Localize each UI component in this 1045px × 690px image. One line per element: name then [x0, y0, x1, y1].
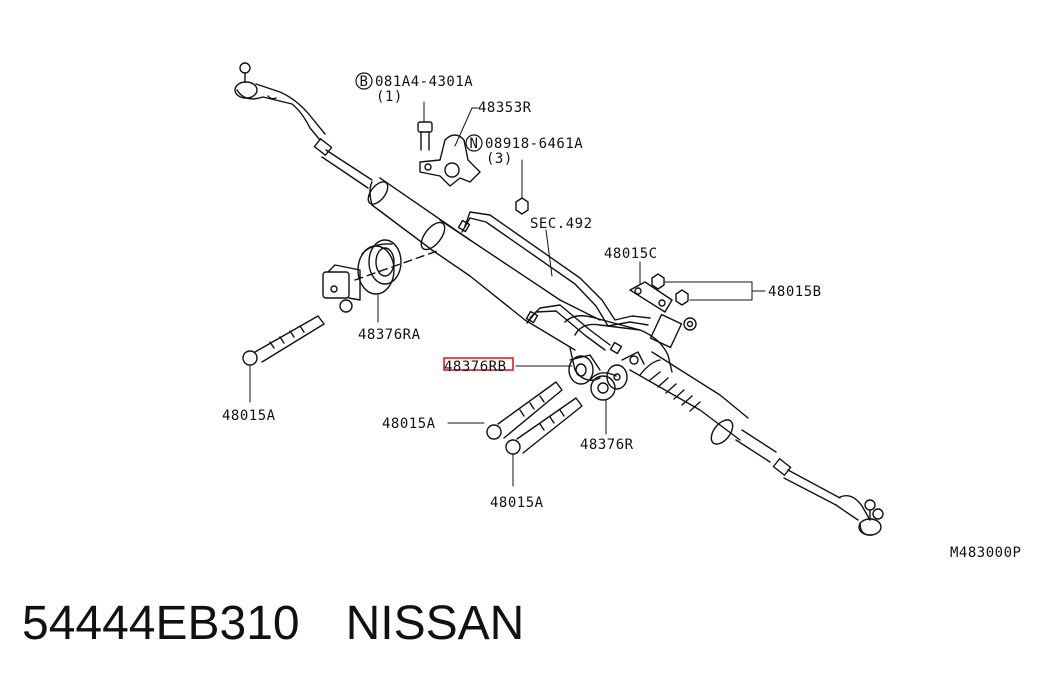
highlight-box: [443, 357, 514, 371]
label-bushing-left: 48376RA: [358, 327, 421, 343]
label-sec: SEC.492: [530, 216, 593, 232]
label-bolt-left: 48015A: [222, 408, 276, 424]
label-bushing-mid: 48376RB: [444, 359, 507, 375]
left-bushing: [357, 239, 402, 295]
left-bolt: [242, 315, 325, 366]
center-bushing-rb: [568, 354, 601, 385]
center-bushing-r: [589, 372, 617, 401]
label-nut-n-number: 08918-6461A: [485, 136, 583, 152]
label-bolt-b-number: 081A4-4301A: [375, 74, 473, 90]
leader-lines: [249, 101, 766, 487]
svg-text:B: B: [360, 74, 369, 90]
figure-code: M483000P: [950, 545, 1021, 561]
badge-n: N: [465, 134, 483, 152]
nut: [515, 197, 529, 215]
left-inner-rod: [313, 138, 373, 189]
left-mount-leader: [354, 249, 441, 281]
label-plate-nuts: 48015B: [768, 284, 822, 300]
label-bushing-right: 48376R: [580, 437, 634, 453]
left-tie-rod-end: [234, 62, 326, 141]
badge-b: B: [355, 72, 373, 90]
rack-housing: [367, 177, 777, 463]
hydraulic-lines: [457, 211, 651, 355]
mount-plate: [629, 281, 673, 313]
caption: 54444EB310 NISSAN: [22, 596, 524, 651]
caption-brand: NISSAN: [345, 597, 525, 650]
clamp-bolt: [417, 121, 433, 151]
clamp: [419, 134, 481, 187]
label-bolt-mid: 48015A: [382, 416, 436, 432]
label-bolt-lower: 48015A: [490, 495, 544, 511]
label-plate: 48015C: [604, 246, 658, 262]
plate-nuts: [651, 273, 689, 306]
svg-text:N: N: [470, 136, 479, 152]
valve-body: [569, 313, 697, 390]
label-bolt-b-qty: (1): [376, 89, 403, 105]
label-nut-n-qty: (3): [486, 151, 513, 167]
label-clamp: 48353R: [478, 100, 532, 116]
left-bracket: [322, 264, 361, 313]
center-bolt-upper: [486, 381, 563, 440]
right-tie-rod-end: [772, 458, 884, 536]
center-bolt-lower: [505, 397, 583, 455]
caption-part-number: 54444EB310: [22, 597, 300, 650]
